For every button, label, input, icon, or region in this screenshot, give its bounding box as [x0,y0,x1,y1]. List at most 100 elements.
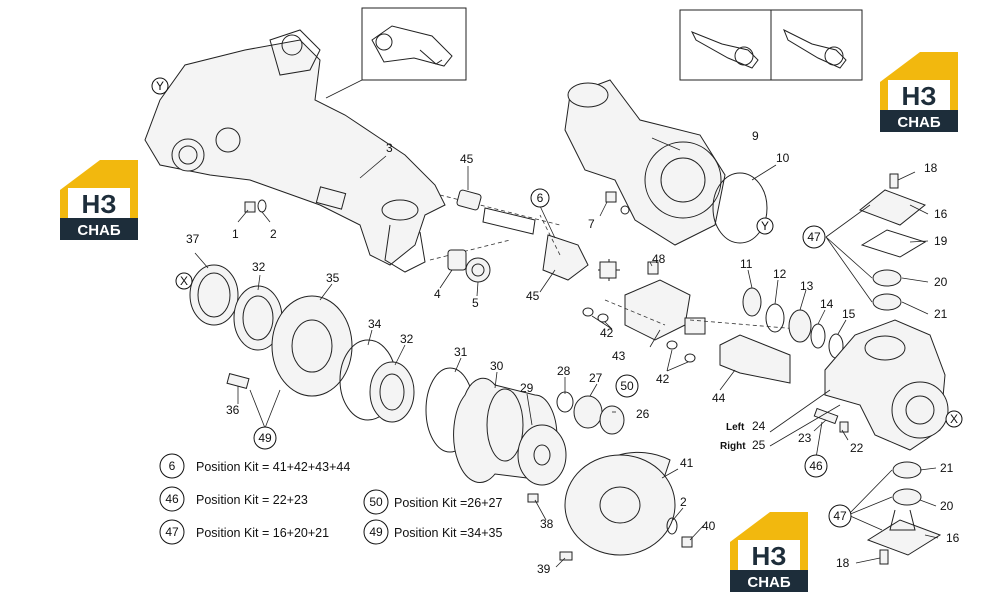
callout-16b: 16 [946,531,960,545]
svg-text:6: 6 [169,459,176,473]
callout-24: 24 [752,419,766,433]
callout-40: 41 [680,456,694,470]
callout-12: 12 [773,267,787,281]
kingpin-stack-top [859,173,927,311]
callout-21b: 21 [940,461,954,475]
bearing-ring-parts [742,287,844,359]
callout-30: 30 [490,359,504,373]
callout-44: 44 [712,391,726,405]
cardan-joint-parts [539,214,811,384]
svg-text:Position Kit = 41+42+43+44: Position Kit = 41+42+43+44 [196,460,350,474]
callout-29: 29 [520,381,534,395]
callout-10: 10 [776,151,790,165]
callout-47a: 47 [807,230,821,244]
callout-33: 34 [368,317,382,331]
callout-20a: 20 [934,275,948,289]
callout-42b: 42 [656,372,670,386]
callout-35: 36 [226,403,240,417]
steering-housing-part: Y [564,79,774,246]
planetary-gear-parts [517,391,625,503]
callout-13: 13 [800,279,814,293]
callout-26: 26 [636,407,650,421]
callout-18b: 18 [836,556,850,570]
kit-46: 46 Position Kit = 22+23 [159,486,308,512]
callout-20b: 20 [940,499,954,513]
callout-45: 45 [460,152,474,166]
svg-text:НЗ: НЗ [751,541,786,571]
svg-text:50: 50 [369,495,383,509]
svg-text:СНАБ: СНАБ [897,114,940,131]
brand-logo-bottom: НЗ СНАБ [730,512,808,592]
svg-text:49: 49 [369,525,383,539]
callout-25: 25 [752,438,766,452]
bolt-parts-22-23 [813,407,849,433]
leader-lines [194,79,939,568]
callout-43: 43 [612,349,626,363]
callout-28: 28 [557,364,571,378]
kit-47: 47 Position Kit = 16+20+21 [159,519,329,545]
brand-logo-left: НЗ СНАБ [60,160,138,240]
label-left: Left [726,422,745,433]
callout-42a: 42 [600,326,614,340]
svg-text:Position Kit =26+27: Position Kit =26+27 [394,496,502,510]
callout-5: 5 [472,296,479,310]
callout-9: 9 [752,129,759,143]
label-right: Right [720,441,746,452]
seal-and-hub-parts: X [175,264,415,423]
callout-41: 45 [526,289,540,303]
inset-axle-housing-thumbnail [361,7,467,81]
svg-text:X: X [180,274,188,288]
svg-text:НЗ: НЗ [81,189,116,219]
svg-text:X: X [950,412,958,426]
callout-19: 19 [934,234,948,248]
brand-logo-right-top: НЗ СНАБ [880,52,958,132]
callout-6: 6 [537,191,544,205]
svg-text:Y: Y [761,219,769,233]
callout-11: 11 [740,257,753,271]
svg-text:НЗ: НЗ [901,81,936,111]
svg-text:Y: Y [156,79,164,93]
callout-48: 48 [652,252,666,266]
callout-36: 37 [186,232,200,246]
callout-3: 3 [386,141,393,155]
callout-31: 31 [454,345,468,359]
callout-34: 35 [326,271,340,285]
callout-2b: 2 [680,495,687,509]
callout-7: 7 [588,217,595,231]
callout-37: 38 [540,517,554,531]
svg-text:Position Kit =34+35: Position Kit =34+35 [394,526,502,540]
svg-text:46: 46 [165,492,179,506]
callout-46a: 46 [809,459,823,473]
callout-23: 23 [798,431,812,445]
callout-14: 14 [820,297,834,311]
svg-text:СНАБ: СНАБ [77,222,120,239]
callout-2a: 2 [270,227,277,241]
kit-legend: 6 Position Kit = 41+42+43+44 46 Position… [159,453,502,545]
callout-49a: 49 [258,431,272,445]
svg-text:47: 47 [165,525,179,539]
kingpin-stack-bottom [866,461,942,565]
svg-text:СНАБ: СНАБ [747,574,790,591]
callout-4: 4 [434,287,441,301]
callout-50a: 50 [620,379,634,393]
callout-18a: 18 [924,161,938,175]
callout-47b: 47 [833,509,847,523]
svg-text:Position Kit = 16+20+21: Position Kit = 16+20+21 [196,526,329,540]
callout-1: 1 [232,227,239,241]
callout-21a: 21 [934,307,948,321]
callout-22: 22 [850,441,864,455]
callout-16a: 16 [934,207,948,221]
callout-32a: 32 [252,260,266,274]
callout-27: 27 [589,371,603,385]
marker-y-top: Y [151,77,169,95]
kit-6: 6 Position Kit = 41+42+43+44 [159,453,350,479]
svg-text:Position Kit = 22+23: Position Kit = 22+23 [196,493,308,507]
callout-15: 15 [842,307,856,321]
callout-numbers: 3 1 2 45 4 5 6 7 45 9 10 48 42 43 42 44 … [186,129,960,576]
kit-49: 49 Position Kit =34+35 [363,519,502,545]
callout-32b: 32 [400,332,414,346]
axle-housing-part [144,29,446,273]
planet-carrier-cover [559,451,693,561]
callout-39: 40 [702,519,716,533]
